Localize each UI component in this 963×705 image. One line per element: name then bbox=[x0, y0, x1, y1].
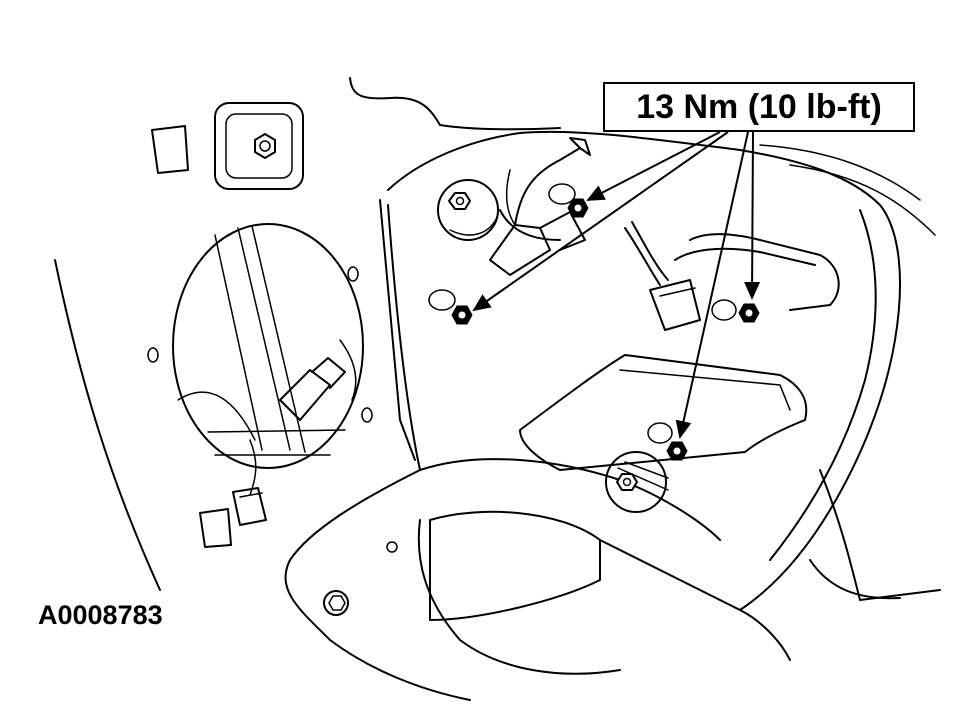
hex-nut-icon bbox=[548, 183, 589, 218]
hex-nut-icon bbox=[711, 299, 760, 323]
panel-holes bbox=[147, 266, 398, 553]
upper-left-boss bbox=[437, 179, 499, 241]
leader-arrow bbox=[472, 131, 761, 439]
torque-callout: 13 Nm (10 lb-ft) bbox=[603, 82, 915, 132]
lower-left-nut bbox=[323, 590, 349, 616]
inner-door-frame bbox=[349, 77, 941, 611]
latch-recess bbox=[519, 354, 808, 471]
square-mount-bracket bbox=[214, 102, 304, 190]
wire-connector-inset bbox=[232, 487, 267, 526]
lower-boss bbox=[605, 451, 669, 513]
hex-nut-icon bbox=[428, 289, 473, 325]
access-square-upper bbox=[151, 125, 189, 174]
inset-oval-view bbox=[172, 223, 364, 496]
latch-lever bbox=[489, 137, 591, 276]
latch-rods bbox=[624, 221, 840, 331]
hex-nut-icon bbox=[647, 422, 688, 461]
figure-id: A0008783 bbox=[38, 600, 163, 630]
access-square-lower bbox=[199, 508, 232, 548]
torque-label: 13 Nm (10 lb-ft) bbox=[636, 87, 882, 126]
door-outer-skin bbox=[54, 259, 471, 701]
lower-trim-panel bbox=[417, 458, 791, 675]
hex-nut-icon bbox=[448, 192, 471, 210]
